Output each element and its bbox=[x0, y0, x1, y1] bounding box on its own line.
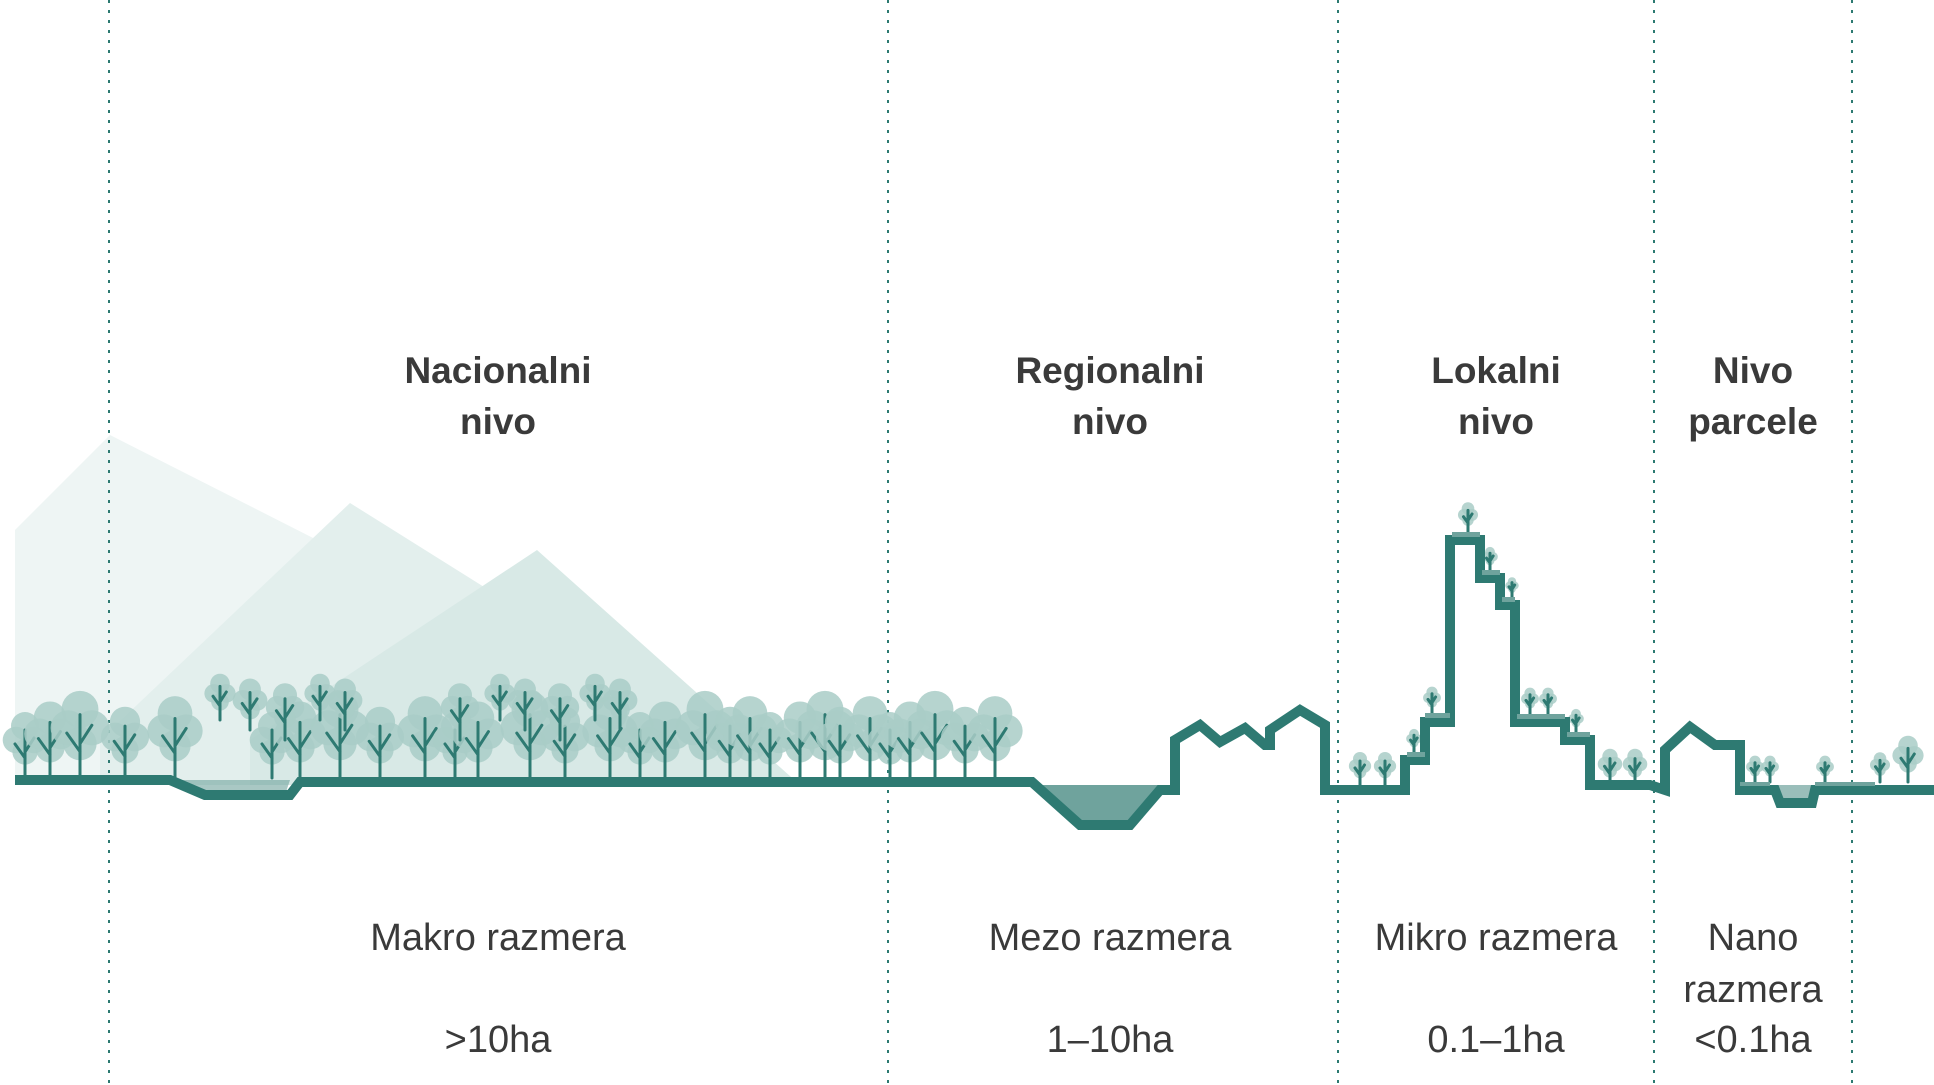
tree-icon bbox=[147, 696, 203, 780]
tree-icon bbox=[1423, 686, 1441, 715]
river-large bbox=[1032, 785, 1160, 825]
scale-label: razmera bbox=[1683, 969, 1823, 1011]
tree-icon bbox=[50, 690, 110, 780]
tree-icon bbox=[1892, 735, 1924, 784]
tree-icon bbox=[440, 683, 480, 742]
zone-areas: >10ha 1–10ha 0.1–1ha <0.1ha bbox=[445, 1019, 1813, 1061]
tree-icon bbox=[1761, 755, 1779, 784]
planter bbox=[1740, 782, 1770, 786]
tree-icon bbox=[265, 683, 305, 742]
tree-icon bbox=[1746, 755, 1764, 784]
tree-icon bbox=[1622, 748, 1648, 787]
tree-icon bbox=[100, 706, 150, 780]
roof-planters bbox=[1407, 532, 1875, 786]
tree-icon bbox=[579, 673, 611, 722]
planter bbox=[1452, 532, 1480, 537]
zone-dividers bbox=[108, 0, 1853, 1085]
planter bbox=[1425, 713, 1450, 718]
area-label: 1–10ha bbox=[1047, 1019, 1175, 1061]
tree-icon bbox=[1457, 502, 1479, 534]
scale-label: Nano bbox=[1708, 917, 1799, 959]
tree-icon bbox=[1869, 752, 1891, 784]
tree-icon bbox=[1568, 708, 1584, 734]
zone-title: Lokalni bbox=[1431, 350, 1561, 391]
planter bbox=[1407, 752, 1425, 757]
tree-icon bbox=[204, 673, 236, 722]
tree-icon bbox=[1482, 546, 1498, 572]
zone-title: Nacionalni bbox=[404, 350, 591, 391]
tree-icon bbox=[967, 696, 1023, 780]
planter bbox=[1567, 732, 1590, 737]
zone-titles: Nacionalni nivo Regionalni nivo Lokalni … bbox=[404, 350, 1817, 442]
zone-title: nivo bbox=[460, 401, 536, 442]
scale-label: Makro razmera bbox=[370, 917, 626, 959]
tree-icon bbox=[1816, 755, 1834, 784]
area-label: <0.1ha bbox=[1694, 1019, 1812, 1061]
planter bbox=[1482, 570, 1500, 575]
planter bbox=[1517, 714, 1565, 719]
tree-icon bbox=[355, 706, 405, 780]
planter bbox=[1502, 597, 1515, 602]
scale-label: Mezo razmera bbox=[989, 917, 1233, 959]
tree-icon bbox=[1373, 752, 1397, 787]
tree-icon bbox=[602, 678, 638, 732]
tree-icon bbox=[484, 673, 516, 722]
tree-icon bbox=[1521, 687, 1539, 716]
area-label: 0.1–1ha bbox=[1427, 1019, 1565, 1061]
zone-title: Nivo bbox=[1713, 350, 1793, 391]
zone-title: Regionalni bbox=[1015, 350, 1204, 391]
area-label: >10ha bbox=[445, 1019, 553, 1061]
tree-icon bbox=[1597, 748, 1623, 787]
tree-icon bbox=[507, 678, 543, 732]
ground-profile bbox=[15, 535, 1934, 830]
planter bbox=[1815, 782, 1875, 786]
tree-icon bbox=[327, 678, 363, 732]
zone-title: nivo bbox=[1072, 401, 1148, 442]
zone-title: parcele bbox=[1688, 401, 1818, 442]
zone-scales: Makro razmera Mezo razmera Mikro razmera… bbox=[370, 917, 1823, 1011]
tree-icon bbox=[540, 683, 580, 742]
zone-title: nivo bbox=[1458, 401, 1534, 442]
tree-icon bbox=[1406, 728, 1422, 754]
tree-icon bbox=[1348, 752, 1372, 787]
tree-icon bbox=[1505, 577, 1519, 599]
tree-icon bbox=[1539, 687, 1557, 716]
scale-label: Mikro razmera bbox=[1375, 917, 1619, 959]
tree-icon bbox=[232, 678, 268, 732]
trees bbox=[2, 502, 1924, 787]
